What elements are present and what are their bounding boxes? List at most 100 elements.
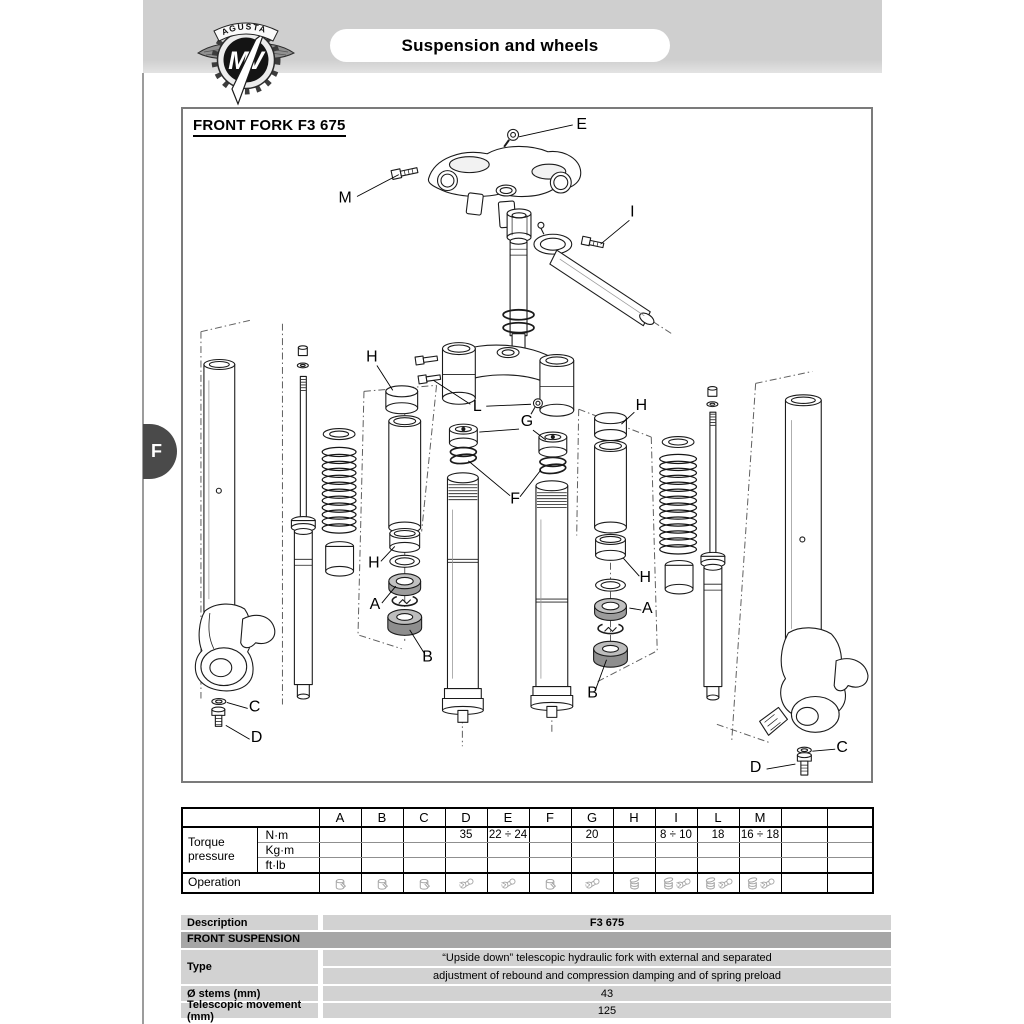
torque-col-header-M: M	[738, 807, 782, 828]
spec-row: Telescopic movement (mm)125	[181, 999, 891, 1023]
section-tab-label: F	[151, 441, 162, 461]
grease-icon	[545, 878, 556, 890]
torque-value-cell	[826, 857, 874, 874]
torque-value-cell: 16 ÷ 18	[738, 826, 782, 843]
left-pinch-bolt-D	[211, 706, 226, 727]
torque-value-cell	[612, 842, 656, 858]
torque-value-cell	[444, 857, 488, 874]
torque-value-cell	[318, 826, 362, 843]
torque-value-cell	[360, 826, 404, 843]
diagram-label-H-3: H	[366, 348, 377, 365]
torque-col-header-A: A	[318, 807, 362, 828]
spec-label: Description	[181, 915, 318, 930]
mv-agusta-emblem: MV AGUSTA	[197, 21, 295, 106]
handlebar-clamp-bolt-I	[580, 235, 605, 249]
torque-value-cell	[826, 842, 874, 858]
fork-cap-right-G	[538, 431, 568, 458]
torque-value-cell	[826, 826, 874, 843]
torque-col-header-blank11	[780, 807, 828, 828]
torque-col-header-C: C	[402, 807, 446, 828]
leader-line-C	[812, 748, 836, 752]
leader-line-L	[486, 403, 531, 407]
torque-col-header-B: B	[360, 807, 404, 828]
torque-corner-cell	[181, 807, 320, 828]
torque-value-cell	[570, 842, 614, 858]
threadlock-icon	[629, 876, 639, 890]
torque-value-cell	[402, 842, 446, 858]
torque-col-header-E: E	[486, 807, 530, 828]
right-fork-outer-tube	[784, 394, 822, 640]
torque-value-cell	[738, 857, 782, 874]
torque-value-cell: 22 ÷ 24	[486, 826, 530, 843]
right-spring-group	[661, 436, 695, 595]
left-fork-outer-tube	[203, 358, 236, 614]
diagram-label-B-10: B	[422, 649, 433, 666]
operation-cell	[528, 872, 572, 894]
diagram-label-F-6: F	[510, 491, 520, 508]
section-tab-f: F	[143, 424, 177, 479]
leader-line-G	[532, 429, 547, 441]
torque-value-cell	[402, 826, 446, 843]
torque-value-cell	[402, 857, 446, 874]
torque-value-cell: 20	[570, 826, 614, 843]
spec-row: Ø stems (mm)43	[181, 986, 891, 1001]
mv-agusta-logo: MV AGUSTA	[196, 5, 296, 107]
diagram-label-G-5: G	[521, 413, 533, 430]
torque-value-cell: 18	[696, 826, 740, 843]
left-seal-group	[385, 385, 423, 636]
leader-line-A	[381, 585, 397, 604]
torque-value-cell	[612, 826, 656, 843]
torque-value-cell	[654, 842, 698, 858]
right-damper-cartridge	[700, 386, 726, 701]
thread-detail-lines	[300, 378, 716, 509]
spec-label: Ø stems (mm)	[181, 986, 318, 1001]
fork-cap-left-G	[448, 423, 478, 449]
torque-value-cell	[696, 842, 740, 858]
diagram-title: FRONT FORK F3 675	[193, 117, 346, 137]
operation-cell	[826, 872, 874, 894]
grease-icon	[335, 878, 346, 890]
page-title: Suspension and wheels	[401, 35, 599, 55]
diagram-label-D-15: D	[251, 729, 262, 746]
torque-value-cell	[318, 857, 362, 874]
left-axle-bracket	[194, 603, 276, 692]
open-wrench-icon	[458, 878, 473, 889]
steering-stem	[502, 208, 535, 355]
operation-cell	[402, 872, 446, 894]
torque-col-header-G: G	[570, 807, 614, 828]
torque-col-header-L: L	[696, 807, 740, 828]
fork-parts	[194, 128, 869, 776]
right-seal-group	[593, 412, 628, 668]
operation-cell	[570, 872, 614, 894]
torque-unit-row: ft·lb	[182, 857, 874, 874]
spec-value: F3 675	[323, 915, 891, 930]
right-pinch-bolt-D	[796, 752, 812, 776]
spec-row: Type“Upside down” telescopic hydraulic f…	[181, 950, 891, 984]
leader-line-D	[225, 724, 250, 740]
torque-col-header-F: F	[528, 807, 572, 828]
spec-label: Type	[181, 950, 318, 984]
coil-springs	[321, 446, 698, 555]
leader-line-E	[518, 124, 573, 138]
torque-value-cell	[780, 826, 828, 843]
operation-cell	[696, 872, 740, 894]
leader-line-H	[623, 558, 640, 577]
leader-line-D	[766, 763, 796, 770]
lower-clamp-bolts-L	[414, 355, 543, 415]
orings-right-F	[539, 456, 567, 475]
torque-value-cell: 35	[444, 826, 488, 843]
upper-triple-clamp	[427, 145, 582, 229]
torque-col-header-D: D	[444, 807, 488, 828]
leader-line-H	[380, 546, 396, 562]
operation-label: Operation	[181, 872, 320, 894]
left-pinch-washer-C	[211, 697, 227, 706]
torque-value-cell	[486, 842, 530, 858]
torque-value-cell	[780, 857, 828, 874]
right-axle-bracket	[759, 627, 869, 736]
logo-gear-teeth	[211, 25, 281, 95]
leader-line-H	[621, 411, 635, 425]
diagram-label-L-4: L	[473, 398, 482, 415]
